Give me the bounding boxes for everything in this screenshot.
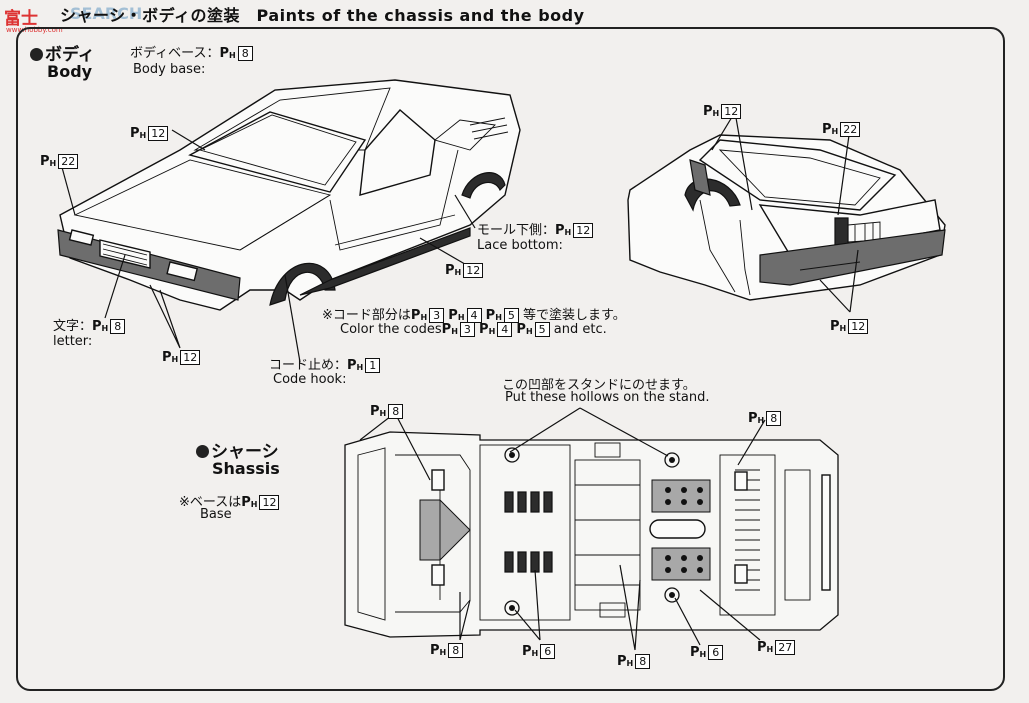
bullet-dot-icon — [196, 445, 209, 458]
leader-lines — [59, 111, 859, 651]
bullet-dot-icon — [30, 48, 43, 61]
letter-en: letter: — [53, 334, 93, 349]
logo-text: 富士 — [4, 9, 38, 29]
chassis-drawing — [344, 431, 839, 638]
stand-note-jp: この凹部をスタンドにのせます。 — [502, 378, 696, 393]
body-heading-jp: ボディ — [30, 40, 95, 65]
code-hook-en: Code hook: — [273, 372, 347, 387]
front-vent-grid — [504, 491, 553, 573]
body-heading-en: Body — [47, 62, 93, 81]
car-front-view-drawing — [57, 79, 521, 311]
chassis-base-en: Base — [200, 507, 232, 522]
watermark: SEARCH — [70, 4, 143, 23]
car-rear-view-drawing — [627, 134, 946, 301]
body-base-en: Body base: — [133, 62, 206, 77]
chassis-heading-en: Shassis — [212, 459, 280, 478]
page-title: シャーシ・ボディの塗装 Paints of the chassis and th… — [60, 6, 585, 25]
logo-subtext: www.hobby.com — [6, 26, 63, 34]
stand-note-en: Put these hollows on the stand. — [505, 390, 710, 405]
chassis-heading-jp: シャーシ — [196, 437, 279, 462]
site-logo: 富士 www.hobby.com — [4, 4, 63, 34]
lace-bottom-en: Lace bottom: — [477, 238, 563, 253]
instruction-frame — [16, 27, 1005, 691]
